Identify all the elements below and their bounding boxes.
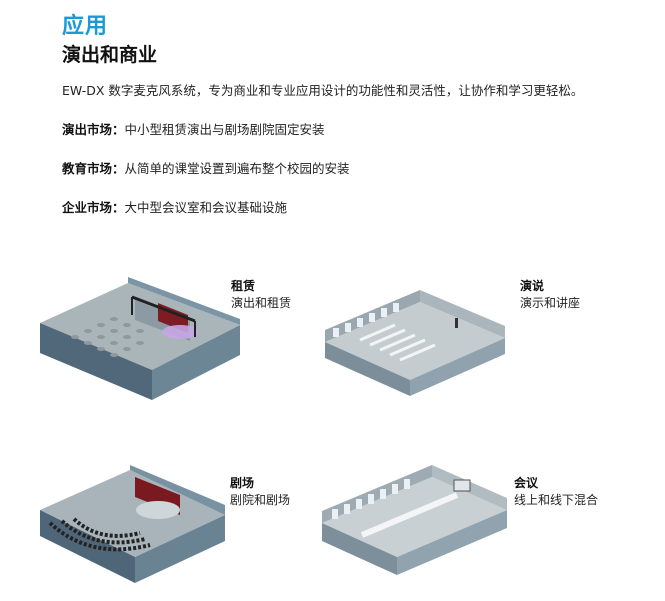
rental-room-illustration bbox=[40, 277, 240, 400]
theatre-illustration bbox=[40, 465, 225, 583]
scenario-description: 演示和讲座 bbox=[520, 296, 581, 310]
market-text: 从简单的课堂设置到遍布整个校园的安装 bbox=[124, 161, 350, 176]
market-label: 企业市场： bbox=[62, 200, 125, 215]
scenario-description: 演出和租赁 bbox=[231, 296, 292, 310]
scenario-title: 会议 bbox=[514, 476, 539, 490]
scenario-rental-caption: 租赁 演出和租赁 bbox=[231, 278, 291, 312]
market-text: 中小型租赁演出与剧场剧院固定安装 bbox=[124, 122, 325, 137]
market-enterprise: 企业市场：大中型会议室和会议基础设施 bbox=[62, 197, 287, 216]
scenario-description: 剧院和剧场 bbox=[230, 493, 291, 507]
scenario-title: 租赁 bbox=[231, 279, 256, 293]
scenario-description: 线上和线下混合 bbox=[514, 493, 599, 507]
lecture-room-illustration bbox=[325, 290, 505, 396]
market-education: 教育市场：从简单的课堂设置到遍布整个校园的安装 bbox=[62, 158, 350, 177]
scenario-lecture-caption: 演说 演示和讲座 bbox=[520, 278, 580, 312]
section-heading: 应用 bbox=[62, 14, 109, 39]
market-label: 演出市场： bbox=[62, 122, 125, 137]
scenario-conference-caption: 会议 线上和线下混合 bbox=[514, 475, 598, 509]
market-label: 教育市场： bbox=[62, 161, 125, 176]
section-subheading: 演出和商业 bbox=[62, 44, 158, 66]
market-performance: 演出市场：中小型租赁演出与剧场剧院固定安装 bbox=[62, 119, 325, 138]
scenario-title: 剧场 bbox=[230, 476, 255, 490]
intro-text: EW-DX 数字麦克风系统，专为商业和专业应用设计的功能性和灵活性，让协作和学习… bbox=[62, 83, 584, 98]
conference-room-illustration bbox=[322, 465, 507, 575]
market-text: 大中型会议室和会议基础设施 bbox=[124, 200, 288, 215]
scenario-title: 演说 bbox=[520, 279, 545, 293]
scenario-theatre-caption: 剧场 剧院和剧场 bbox=[230, 475, 290, 509]
